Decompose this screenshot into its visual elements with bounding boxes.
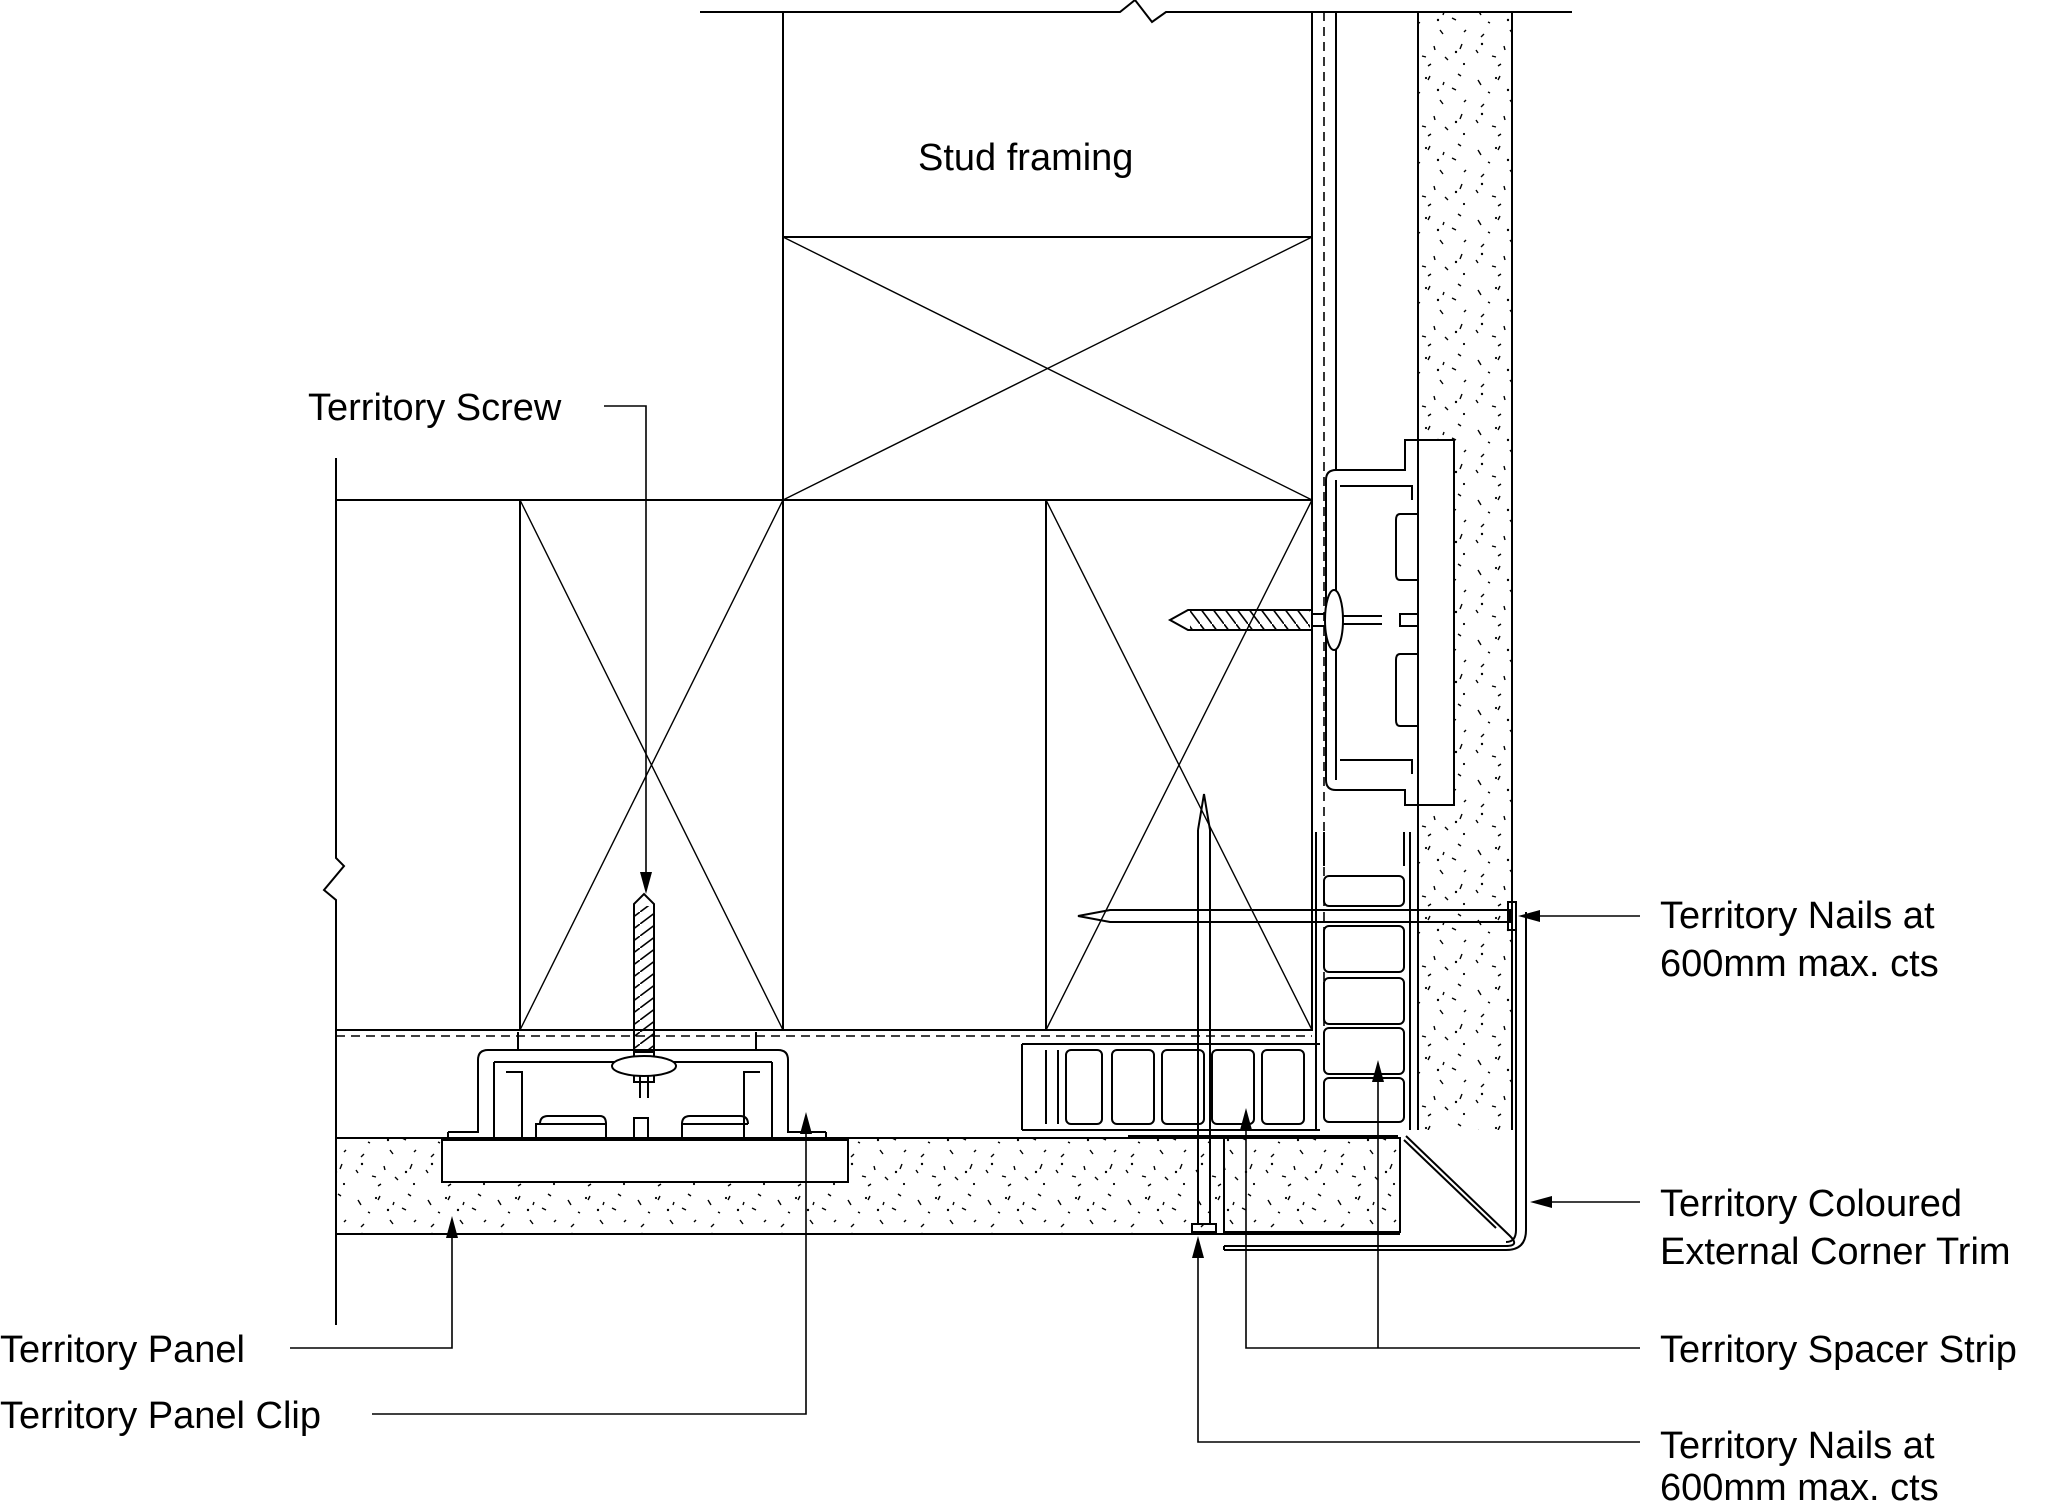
label-panel-clip: Territory Panel Clip — [0, 1395, 321, 1437]
leader-panel — [290, 1216, 458, 1349]
label-territory-screw: Territory Screw — [308, 387, 562, 429]
spacer-strip-horizontal — [1021, 1043, 1398, 1137]
left-break-line — [322, 458, 346, 1325]
horizontal-panel-clip — [441, 1032, 849, 1183]
label-corner-trim-line2: External Corner Trim — [1660, 1231, 2011, 1273]
horizontal-studs — [336, 499, 1313, 1031]
leader-nails-bottom — [1192, 1236, 1640, 1443]
top-cut-line — [700, 0, 1572, 24]
leader-spacer-strip — [1240, 1060, 1640, 1349]
horizontal-screw — [1167, 589, 1382, 651]
leader-nails-top — [1518, 910, 1640, 922]
external-corner-trim — [1223, 912, 1527, 1251]
spacer-strip-vertical — [1315, 832, 1411, 1130]
label-nails-bottom-line2: 600mm max. cts — [1660, 1467, 1939, 1504]
label-spacer-strip: Territory Spacer Strip — [1660, 1329, 2017, 1371]
label-nails-bottom-line1: Territory Nails at — [1660, 1425, 1935, 1467]
leader-territory-screw — [604, 405, 652, 894]
leader-panel-clip — [372, 1112, 812, 1415]
label-panel: Territory Panel — [0, 1329, 245, 1371]
label-nails-top-line1: Territory Nails at — [1660, 895, 1935, 937]
leader-corner-trim — [1530, 1196, 1640, 1208]
label-nails-top-line2: 600mm max. cts — [1660, 943, 1939, 985]
right-wall-layers — [1311, 12, 1513, 1130]
label-stud-framing: Stud framing — [918, 137, 1133, 179]
vertical-nail — [1191, 793, 1217, 1233]
vertical-screw — [611, 892, 677, 1098]
label-corner-trim-line1: Territory Coloured — [1660, 1183, 1962, 1225]
vertical-panel-clip — [1325, 439, 1455, 806]
vertical-stud — [782, 12, 1313, 501]
